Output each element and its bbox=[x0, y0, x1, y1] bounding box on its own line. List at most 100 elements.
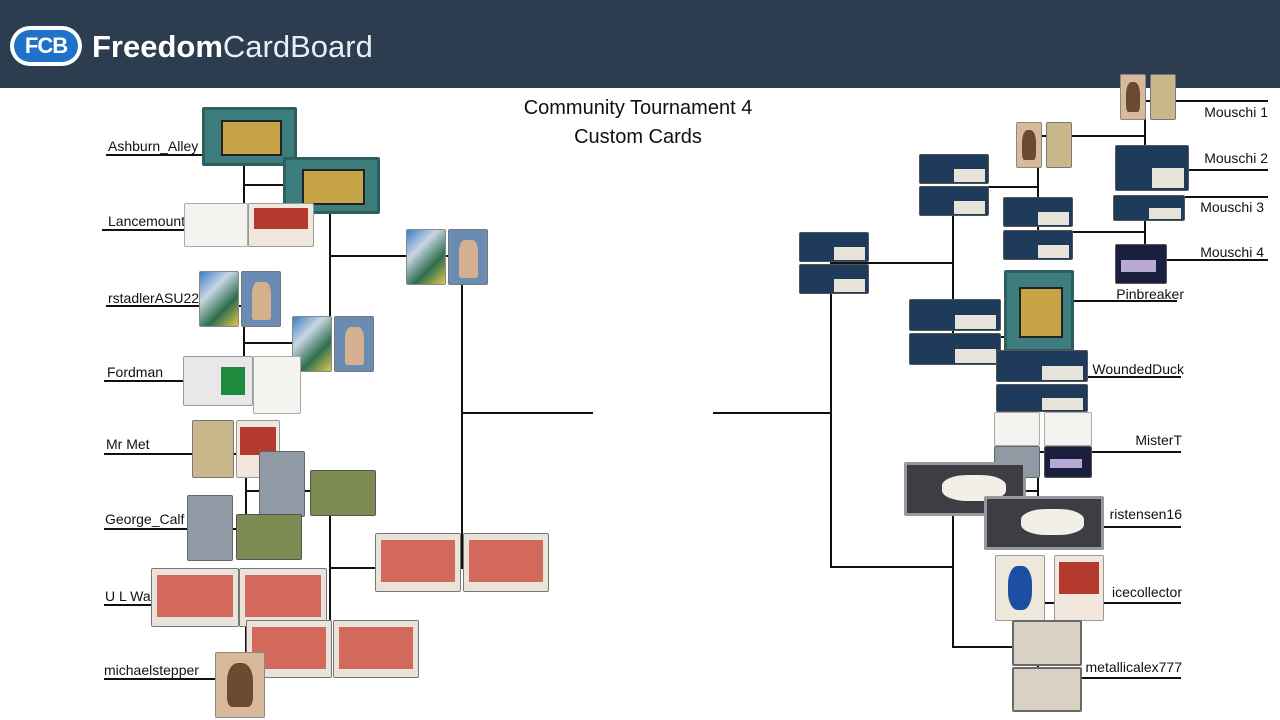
entrant-name-right: Mouschi 3 bbox=[1200, 199, 1264, 215]
bracket-line bbox=[1037, 526, 1181, 528]
bracket-line bbox=[1144, 196, 1146, 260]
card-image[interactable] bbox=[904, 462, 1026, 516]
card-image[interactable] bbox=[1120, 74, 1146, 120]
card-image[interactable] bbox=[215, 652, 265, 718]
bracket-line bbox=[1037, 451, 1039, 528]
card-image[interactable] bbox=[184, 203, 248, 247]
card-image[interactable] bbox=[995, 555, 1045, 621]
bracket-line bbox=[830, 262, 832, 568]
bracket-line bbox=[106, 305, 244, 307]
card-image[interactable] bbox=[984, 496, 1104, 550]
card-image[interactable] bbox=[202, 107, 297, 166]
card-image[interactable] bbox=[333, 620, 419, 678]
card-image[interactable] bbox=[1113, 195, 1185, 221]
card-image[interactable] bbox=[310, 470, 376, 516]
card-image[interactable] bbox=[799, 264, 869, 294]
card-image[interactable] bbox=[151, 568, 239, 627]
card-image[interactable] bbox=[448, 229, 488, 285]
bracket-line bbox=[329, 490, 331, 642]
entrant-name-left: michaelstepper bbox=[104, 662, 199, 678]
bracket-line bbox=[243, 342, 331, 344]
bracket-line bbox=[713, 412, 832, 414]
card-image[interactable] bbox=[241, 271, 281, 327]
logo-badge-text: FCB bbox=[14, 30, 78, 62]
card-image[interactable] bbox=[919, 154, 989, 184]
card-image[interactable] bbox=[1054, 555, 1104, 621]
bracket-line bbox=[104, 380, 244, 382]
logo-wordmark[interactable]: FreedomCardBoard bbox=[92, 28, 373, 66]
bracket-line bbox=[1037, 300, 1177, 302]
bracket-line bbox=[1144, 169, 1268, 171]
card-image[interactable] bbox=[909, 333, 1001, 365]
bracket-line bbox=[1037, 602, 1181, 604]
card-image[interactable] bbox=[996, 350, 1088, 382]
bracket-line bbox=[952, 646, 1038, 648]
entrant-name-right: icecollector bbox=[1111, 584, 1182, 600]
logo-wordmark-light: CardBoard bbox=[222, 29, 373, 64]
title-line-2: Custom Cards bbox=[574, 126, 702, 148]
bracket-line bbox=[1144, 100, 1146, 170]
card-image[interactable] bbox=[246, 620, 332, 678]
entrant-name-left: Ashburn_Alley bbox=[108, 138, 199, 154]
bracket-line bbox=[830, 262, 953, 264]
card-image[interactable] bbox=[463, 533, 549, 592]
card-image[interactable] bbox=[1044, 412, 1092, 446]
entrant-name-right: Pinbreaker bbox=[1116, 286, 1184, 302]
bracket-line bbox=[1037, 135, 1146, 137]
card-image[interactable] bbox=[192, 420, 234, 478]
card-image[interactable] bbox=[996, 384, 1088, 412]
title-line-1: Community Tournament 4 bbox=[523, 97, 753, 119]
card-image[interactable] bbox=[406, 229, 446, 285]
entrant-name-left: U L Wa bbox=[105, 588, 151, 604]
logo-wordmark-bold: Freedom bbox=[92, 29, 223, 64]
bracket-line bbox=[830, 566, 953, 568]
card-image[interactable] bbox=[1003, 197, 1073, 227]
card-image[interactable] bbox=[799, 232, 869, 262]
card-image[interactable] bbox=[909, 299, 1001, 331]
card-image[interactable] bbox=[994, 412, 1040, 446]
bracket-line bbox=[329, 255, 462, 257]
entrant-name-left: rstadlerASU22 bbox=[108, 290, 200, 306]
card-image[interactable] bbox=[375, 533, 461, 592]
logo-badge[interactable]: FCB bbox=[10, 26, 82, 66]
entrant-name-left: George_Calf bbox=[105, 511, 185, 527]
bracket-line bbox=[102, 229, 244, 231]
card-image[interactable] bbox=[236, 514, 302, 560]
card-image[interactable] bbox=[1012, 667, 1082, 712]
card-image[interactable] bbox=[1012, 620, 1082, 666]
card-image[interactable] bbox=[1046, 122, 1072, 168]
card-image[interactable] bbox=[199, 271, 239, 327]
bracket-line bbox=[1037, 376, 1181, 378]
card-image[interactable] bbox=[248, 203, 314, 247]
card-image[interactable] bbox=[259, 451, 305, 517]
bracket-line bbox=[1037, 677, 1181, 679]
bracket-line bbox=[461, 412, 593, 414]
page-title: Community Tournament 4 Custom Cards bbox=[478, 94, 798, 152]
bracket-line bbox=[1144, 100, 1268, 102]
entrant-name-left: Fordman bbox=[107, 364, 164, 380]
card-image[interactable] bbox=[334, 316, 374, 372]
card-image[interactable] bbox=[187, 495, 233, 561]
entrant-name-right: metallicalex777 bbox=[1085, 659, 1183, 675]
card-image[interactable] bbox=[919, 186, 989, 216]
entrant-name-left: Lancemount bbox=[108, 213, 186, 229]
entrant-name-right: WoundedDuck bbox=[1092, 361, 1184, 377]
card-image[interactable] bbox=[1004, 270, 1074, 352]
bracket-line bbox=[1037, 135, 1039, 233]
bracket-line bbox=[1144, 259, 1268, 261]
card-image[interactable] bbox=[1003, 230, 1073, 260]
site-header: FCB FreedomCardBoard bbox=[0, 0, 1280, 88]
bracket-line bbox=[1037, 231, 1146, 233]
bracket-line bbox=[104, 678, 246, 680]
card-image[interactable] bbox=[1115, 145, 1189, 191]
card-image[interactable] bbox=[239, 568, 327, 627]
bracket-line bbox=[1144, 196, 1268, 198]
card-image[interactable] bbox=[253, 356, 301, 414]
card-image[interactable] bbox=[183, 356, 253, 406]
card-image[interactable] bbox=[1044, 446, 1092, 478]
card-image[interactable] bbox=[1150, 74, 1176, 120]
card-image[interactable] bbox=[1016, 122, 1042, 168]
entrant-name-right: Mouschi 4 bbox=[1200, 244, 1264, 260]
bracket-line bbox=[952, 186, 1038, 188]
card-image[interactable] bbox=[1115, 244, 1167, 284]
